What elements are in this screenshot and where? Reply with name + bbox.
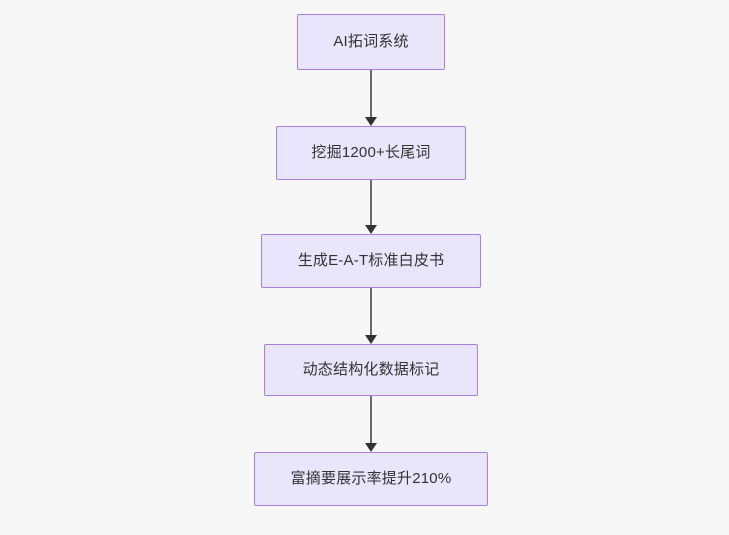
flow-edge-line [370, 180, 372, 225]
flow-node-label: 挖掘1200+长尾词 [311, 144, 431, 161]
flow-node-rich-snippet-impression-uplift[interactable]: 富摘要展示率提升210% [254, 452, 488, 506]
flow-edge-line [370, 288, 372, 335]
flow-node-label: 动态结构化数据标记 [302, 361, 440, 378]
flow-node-label: AI拓词系统 [333, 33, 409, 50]
flow-node-dynamic-structured-data-markup[interactable]: 动态结构化数据标记 [264, 344, 478, 396]
flow-edge-line [370, 396, 372, 443]
flow-node-ai-keyword-system[interactable]: AI拓词系统 [297, 14, 445, 70]
flow-node-mine-longtail-keywords[interactable]: 挖掘1200+长尾词 [276, 126, 466, 180]
flow-node-label: 生成E-A-T标准白皮书 [297, 252, 445, 269]
flow-arrowhead-icon [365, 225, 377, 234]
flow-arrowhead-icon [365, 117, 377, 126]
flow-arrowhead-icon [365, 335, 377, 344]
flow-edge-line [370, 70, 372, 117]
flow-arrowhead-icon [365, 443, 377, 452]
flow-node-label: 富摘要展示率提升210% [290, 470, 452, 487]
flow-node-generate-eat-whitepaper[interactable]: 生成E-A-T标准白皮书 [261, 234, 481, 288]
